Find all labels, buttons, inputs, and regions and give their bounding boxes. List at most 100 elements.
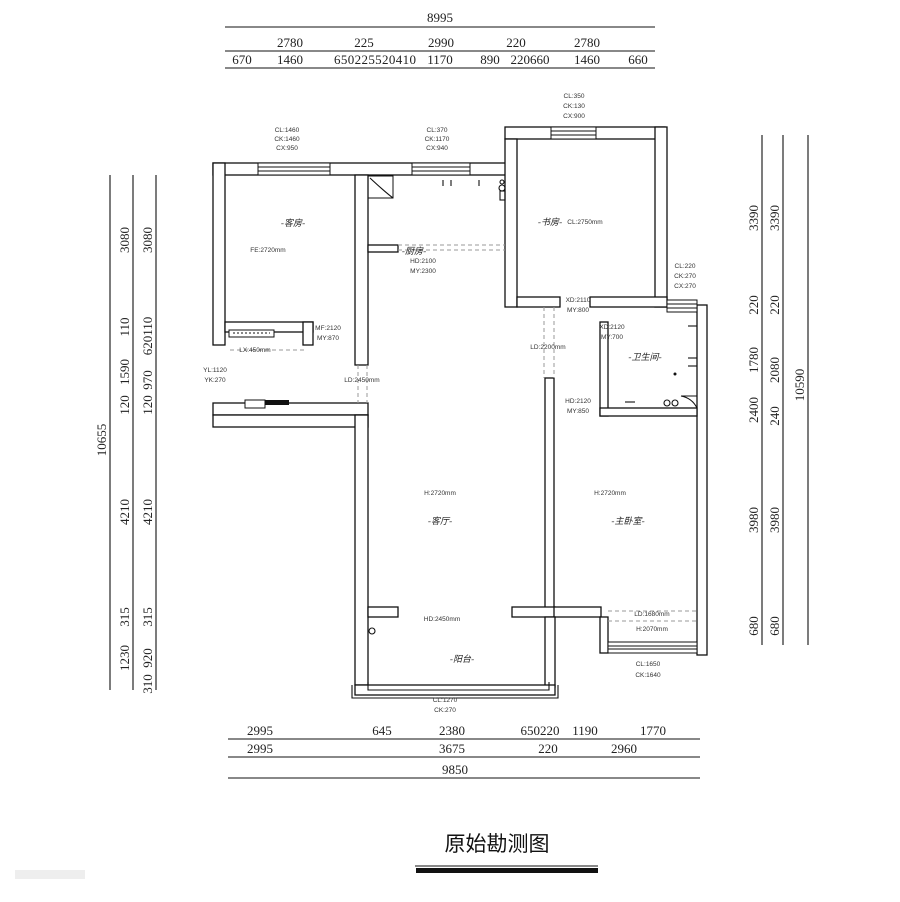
left-dimensions: 10655 3080 110 1590 120 4210 315 1230 30… [94, 175, 157, 694]
dim-bottom: 2995 [247, 741, 273, 756]
dim-right: 3390 [767, 205, 782, 231]
fixtures [228, 175, 698, 635]
dim-right: 240 [767, 406, 782, 426]
dim-top: 2780 [277, 35, 303, 50]
room-height: H:2720mm [424, 490, 456, 497]
note: CX:940 [426, 145, 448, 152]
dim-left: 120 [140, 395, 155, 415]
note: MY:870 [317, 335, 339, 342]
note: CL:1650 [636, 661, 661, 668]
dim-right: 2080 [767, 357, 782, 383]
window [351, 682, 559, 699]
room-height: H:2720mm [594, 490, 626, 497]
note: CX:270 [674, 283, 696, 290]
window [257, 162, 331, 176]
room-label-bathroom: -卫生间- [628, 352, 662, 363]
dim-bottom-total: 9850 [442, 762, 468, 777]
note: H:2070mm [636, 626, 668, 633]
bottom-dimensions: 2995 645 2380 650220 1190 1770 2995 3675… [228, 723, 700, 779]
right-dimensions: 3390 220 1780 2400 3980 680 3390 220 208… [746, 135, 809, 645]
window [411, 162, 471, 176]
dim-bottom: 650220 [521, 723, 560, 738]
dim-bottom: 1770 [640, 723, 666, 738]
room-label-study: -书房- [538, 217, 563, 228]
note: CK:270 [674, 273, 696, 280]
dim-bottom: 3675 [439, 741, 465, 756]
dim-top: 2780 [574, 35, 600, 50]
note: YL:1120 [203, 367, 227, 374]
windows [257, 126, 698, 699]
dim-left: 315 [117, 607, 132, 627]
note: LD:2200mm [530, 344, 565, 351]
note: MY:2300 [410, 268, 436, 275]
top-dimensions: 8995 2780 225 2990 220 2780 670 1460 650… [225, 10, 655, 69]
dim-right: 2400 [746, 397, 761, 423]
openings [230, 244, 697, 622]
gas-meter-icon [498, 179, 506, 201]
dim-top: 225 [354, 35, 374, 50]
title-underline [415, 865, 598, 873]
dim-top: 220 [506, 35, 526, 50]
dim-bottom: 2995 [247, 723, 273, 738]
note: CL:1270 [433, 697, 458, 704]
dim-top: 1170 [427, 52, 453, 67]
dim-top: 1460 [574, 52, 600, 67]
note: LX:450mm [239, 347, 270, 354]
walls [212, 126, 708, 696]
room-height: CL:2750mm [567, 219, 602, 226]
dim-left: 4210 [117, 499, 132, 525]
dim-left: 4210 [140, 499, 155, 525]
dim-left: 3080 [117, 227, 132, 253]
annotations: CL:1460 CK:1460 CX:950 CL:370 CK:1170 CX… [203, 93, 696, 714]
dim-top: 220660 [511, 52, 550, 67]
dim-right: 1780 [746, 347, 761, 373]
room-height: FE:2720mm [250, 247, 285, 254]
note: XD:2110 [566, 297, 591, 304]
note: CK:270 [434, 707, 456, 714]
dim-top-total: 8995 [427, 10, 453, 25]
note: HD:2120 [565, 398, 591, 405]
dim-top: 650225520410 [334, 52, 416, 67]
room-label-bedroom2: -客房- [281, 218, 306, 229]
note: CK:1460 [274, 136, 300, 143]
window [550, 126, 597, 140]
note: LD:2450mm [344, 377, 379, 384]
dim-left: 120 [117, 395, 132, 415]
note: XD:2120 [599, 324, 625, 331]
note: CL:1460 [275, 127, 300, 134]
dim-right-total: 10590 [792, 369, 807, 402]
dim-right: 680 [767, 616, 782, 636]
note: CL:350 [564, 93, 585, 100]
dim-left: 3080 [140, 227, 155, 253]
drawing-title: 原始勘测图 [445, 832, 550, 856]
note: MY:700 [601, 334, 623, 341]
note: CL:370 [427, 127, 448, 134]
room-height: HD:2450mm [424, 616, 460, 623]
note: CX:950 [276, 145, 298, 152]
dim-bottom: 220 [538, 741, 558, 756]
window [607, 641, 698, 654]
dim-top: 660 [628, 52, 648, 67]
room-labels: -客房- FE:2720mm -厨房- HD:2100 MY:2300 -书房-… [250, 217, 661, 665]
dim-right: 680 [746, 616, 761, 636]
closet-rail [228, 329, 275, 338]
dim-bottom: 1190 [572, 723, 598, 738]
note: CK:1640 [635, 672, 661, 679]
note: MY:850 [567, 408, 589, 415]
dim-right: 3980 [767, 507, 782, 533]
dim-left: 110 [117, 317, 132, 336]
room-label-balcony: -阳台- [450, 654, 475, 665]
note: CX:900 [563, 113, 585, 120]
dim-top: 670 [232, 52, 252, 67]
dim-bottom: 2380 [439, 723, 465, 738]
pipes-icon [442, 180, 480, 186]
dim-left: 970 [140, 370, 155, 390]
entry-door-icon [244, 399, 289, 409]
room-label-living: -客厅- [428, 516, 453, 527]
note: CL:220 [675, 263, 696, 270]
note: MY:800 [567, 307, 589, 314]
note: MF:2120 [315, 325, 341, 332]
dim-left: 310 [140, 674, 155, 694]
room-label-master: -主卧室- [611, 516, 645, 527]
